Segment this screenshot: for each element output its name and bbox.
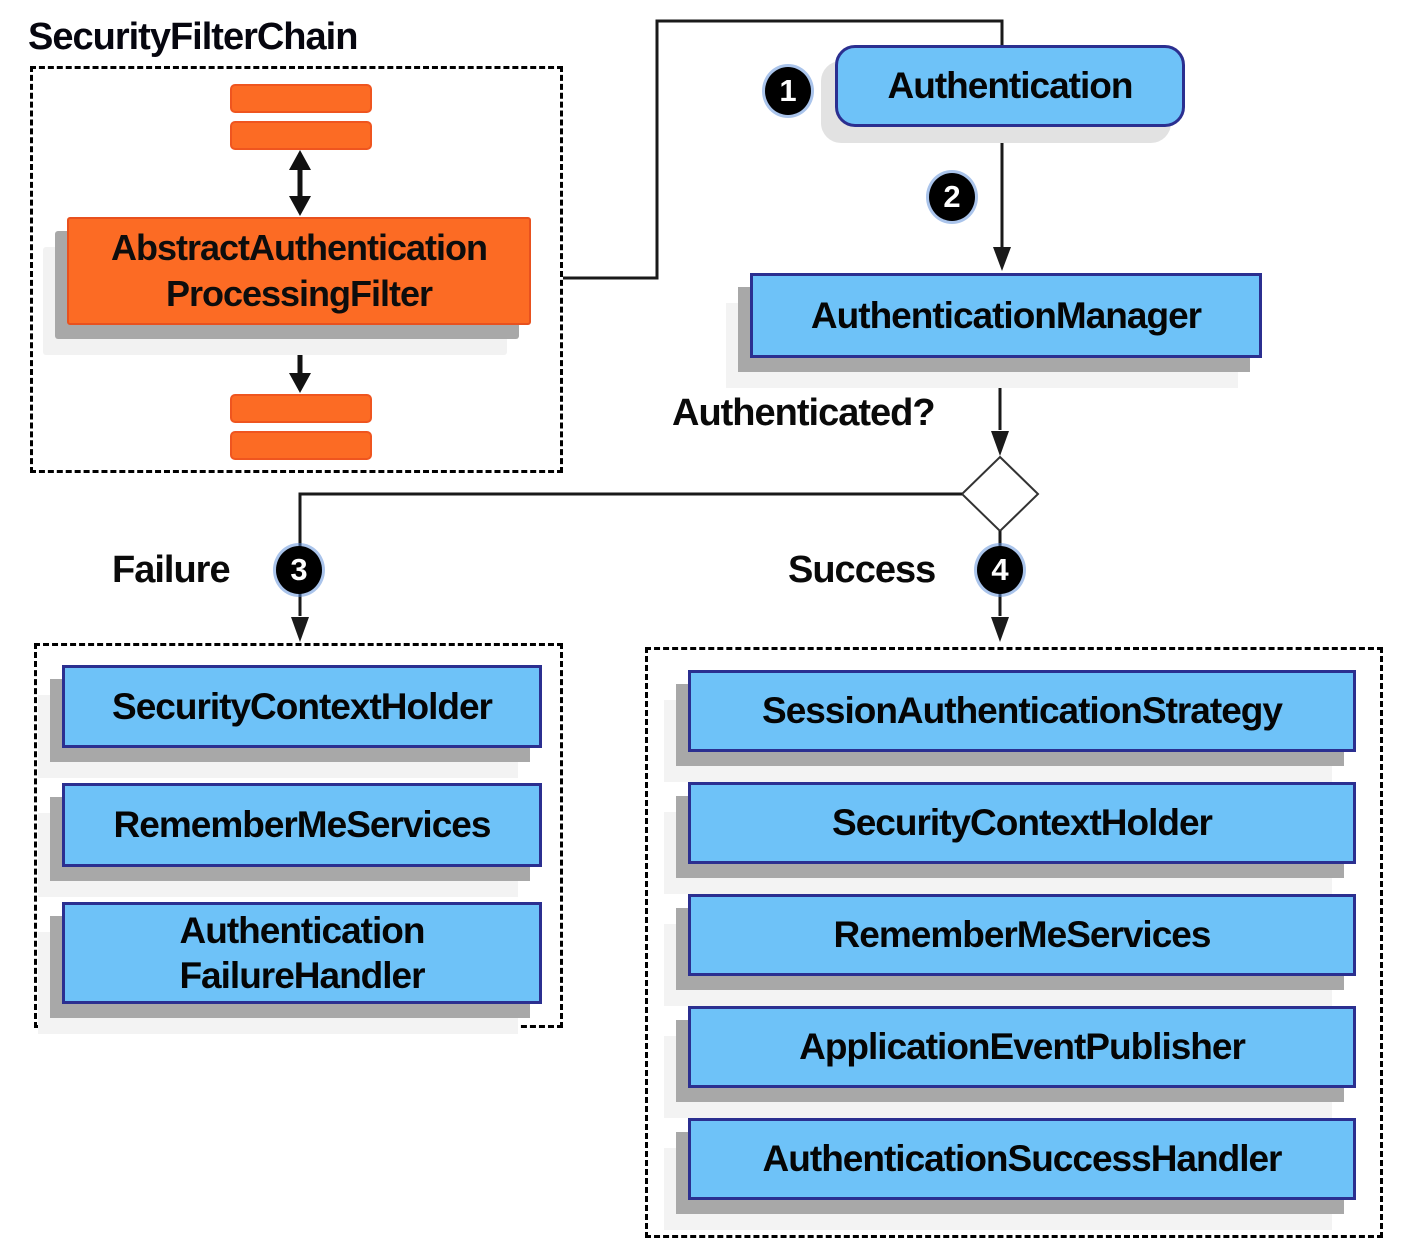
arrowhead-into-diamond <box>991 431 1009 456</box>
step-1-badge: 1 <box>765 67 811 115</box>
authentication-manager-node: AuthenticationManager <box>750 273 1262 358</box>
abstract-authentication-processing-filter-node: AbstractAuthentication ProcessingFilter <box>67 217 531 325</box>
double-arrow-top-down-head <box>289 196 311 216</box>
filter-bar-4 <box>230 431 372 460</box>
list-item: Authentication FailureHandler <box>62 902 542 1004</box>
security-filter-chain-title: SecurityFilterChain <box>28 16 358 58</box>
filter-bar-2 <box>230 121 372 150</box>
arrowhead-into-success-box <box>991 617 1009 642</box>
double-arrow-top-up-head <box>289 150 311 170</box>
list-item: RememberMeServices <box>688 894 1356 976</box>
list-item: SessionAuthenticationStrategy <box>688 670 1356 752</box>
arrowhead-into-failure-box <box>291 617 309 642</box>
authenticated-question-label: Authenticated? <box>672 392 936 434</box>
list-item: SecurityContextHolder <box>62 665 542 748</box>
step-2-badge: 2 <box>929 173 975 221</box>
list-item: SecurityContextHolder <box>688 782 1356 864</box>
list-item: ApplicationEventPublisher <box>688 1006 1356 1088</box>
decision-diamond <box>960 455 1040 533</box>
double-arrow-bottom-down-head <box>289 373 311 393</box>
arrowhead-into-authentication-manager <box>993 247 1011 271</box>
authentication-node: Authentication <box>835 45 1185 127</box>
success-label: Success <box>788 549 936 591</box>
list-item: RememberMeServices <box>62 783 542 867</box>
security-filter-chain-container <box>30 66 563 473</box>
step-4-badge: 4 <box>977 546 1023 594</box>
step-3-badge: 3 <box>276 546 322 594</box>
failure-label: Failure <box>112 549 231 591</box>
filter-bar-3 <box>230 394 372 423</box>
list-item: AuthenticationSuccessHandler <box>688 1118 1356 1200</box>
double-arrow-bottom-up-head <box>289 327 311 347</box>
success-list-container <box>645 647 1383 1238</box>
failure-list-container <box>34 643 563 1028</box>
filter-bar-1 <box>230 84 372 113</box>
